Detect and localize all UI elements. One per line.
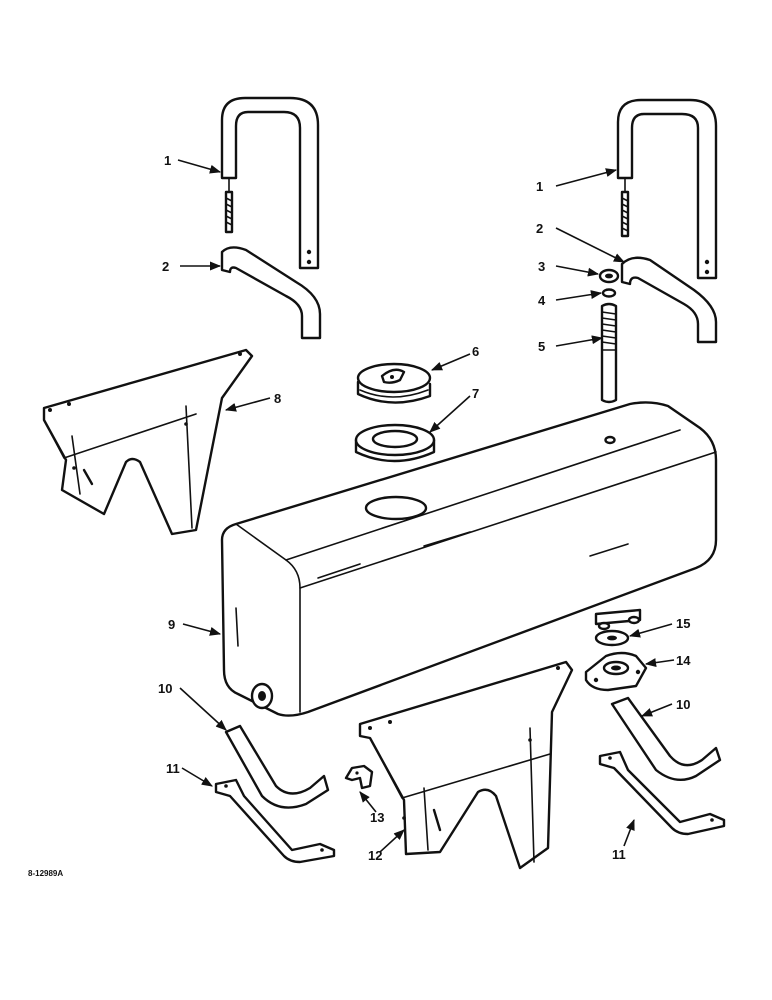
drawing-code: 8-12989A	[28, 869, 63, 878]
leader-lines	[177, 159, 675, 853]
callout-10-left: 10	[158, 681, 172, 696]
callout-8: 8	[274, 391, 281, 406]
drain-washer	[594, 629, 630, 647]
saddle-right	[620, 256, 718, 344]
callout-1-left: 1	[164, 153, 171, 168]
lower-saddle-left	[224, 724, 330, 809]
callout-1-right: 1	[536, 179, 543, 194]
callout-14: 14	[676, 653, 691, 668]
lower-strap-left	[214, 778, 336, 864]
callout-6: 6	[472, 344, 479, 359]
stud	[600, 302, 618, 404]
washer	[601, 288, 617, 298]
lower-saddle-right	[610, 696, 722, 782]
bracket-left	[42, 348, 254, 536]
neck-gasket	[354, 423, 436, 463]
callout-10-right: 10	[676, 697, 690, 712]
lower-strap-right	[598, 750, 726, 836]
callout-7: 7	[472, 386, 479, 401]
callout-5: 5	[538, 339, 545, 354]
filler-cap	[356, 362, 432, 404]
nut	[598, 268, 620, 284]
bracket-center	[358, 660, 574, 870]
callout-15: 15	[676, 616, 690, 631]
callout-2-right: 2	[536, 221, 543, 236]
saddle-left	[220, 246, 322, 340]
strap-right	[616, 98, 718, 280]
callout-labels: 1 2 1 2 3 4 5 6 7 8 9 10 10 11 11 12 13 …	[158, 153, 691, 863]
strap-left	[220, 96, 320, 270]
callout-13: 13	[370, 810, 384, 825]
clip	[344, 764, 374, 790]
callout-2-left: 2	[162, 259, 169, 274]
callout-4: 4	[538, 293, 546, 308]
callout-3: 3	[538, 259, 545, 274]
fuel-tank	[220, 401, 718, 717]
outlet-fitting	[584, 651, 648, 692]
callout-9: 9	[168, 617, 175, 632]
callout-11-right: 11	[612, 847, 626, 862]
callout-12: 12	[368, 848, 382, 863]
callout-11-left: 11	[166, 761, 180, 776]
